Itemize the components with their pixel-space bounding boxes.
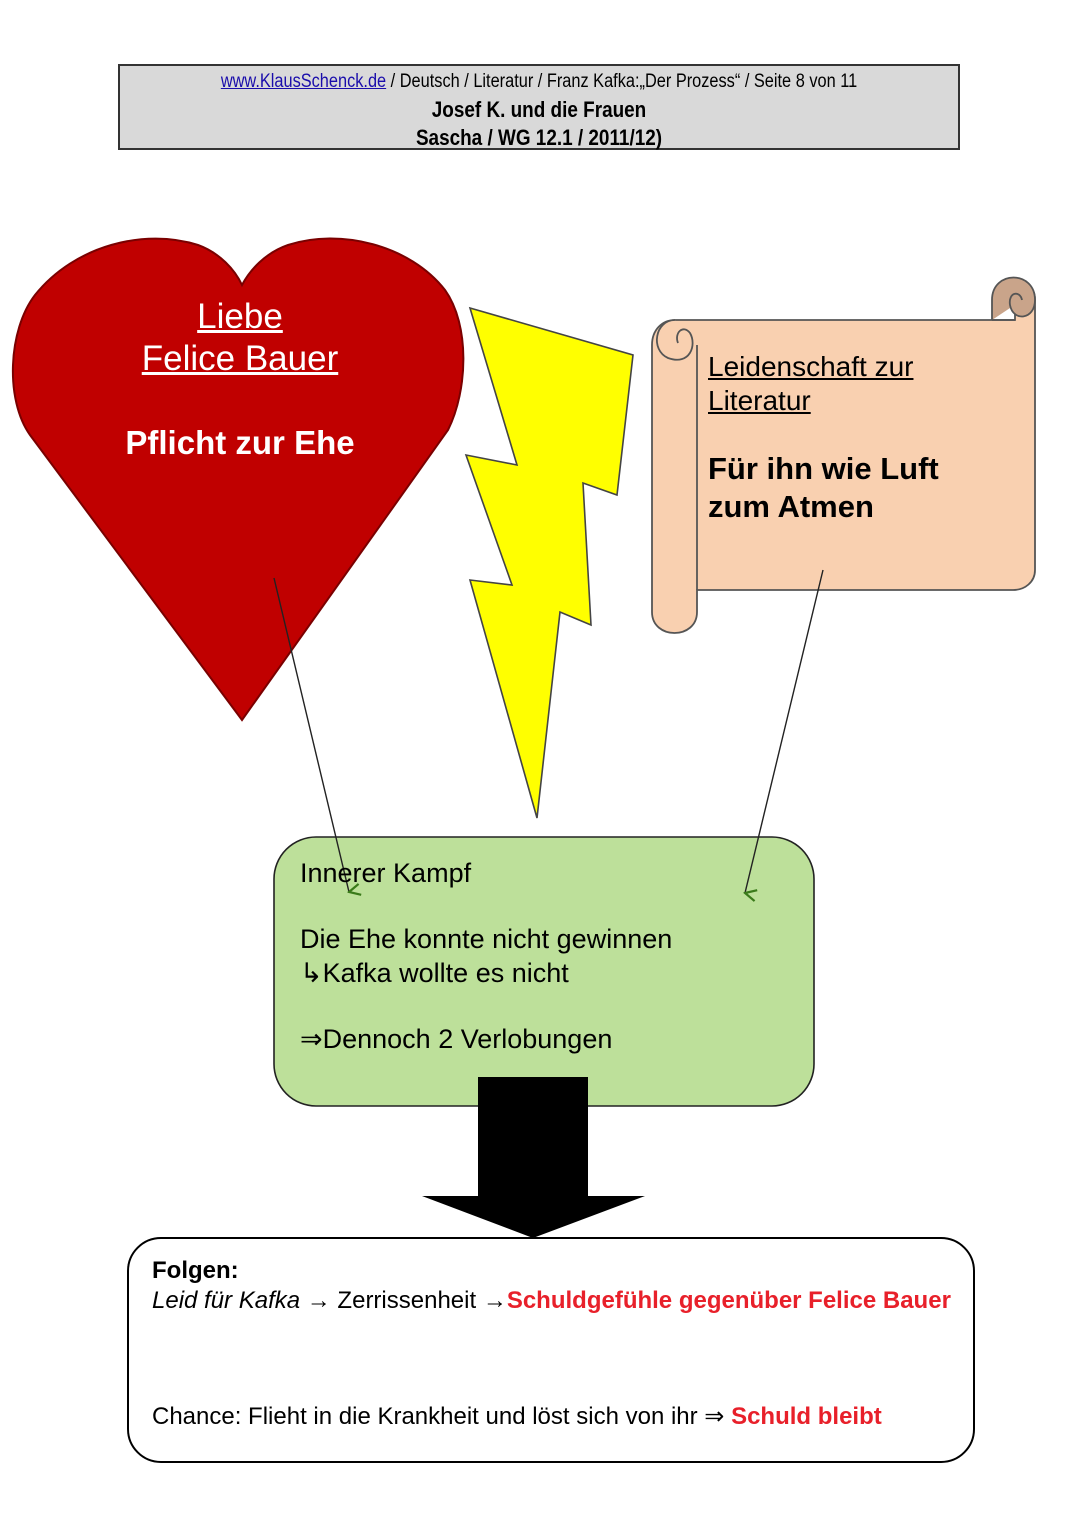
heart-line-felice: Felice Bauer bbox=[141, 339, 339, 378]
consequences-zerrissenheit: → Zerrissenheit → bbox=[300, 1287, 507, 1314]
heart-line-liebe: Liebe bbox=[197, 297, 283, 336]
conflict-title: Innerer Kampf bbox=[300, 858, 472, 888]
consequences-text: Folgen: Leid für Kafka → Zerrissenheit →… bbox=[152, 1256, 952, 1430]
heart-shape bbox=[11, 237, 465, 722]
conflict-line-ehe: Die Ehe konnte nicht gewinnen bbox=[300, 924, 673, 954]
header-title: Josef K. und die Frauen bbox=[431, 97, 647, 122]
scroll-label: Leidenschaft zur Literatur Für ihn wie L… bbox=[708, 350, 1008, 526]
source-link[interactable]: www.KlausSchenck.de bbox=[220, 71, 387, 92]
conflict-text: Innerer Kampf Die Ehe konnte nicht gewin… bbox=[300, 856, 800, 1056]
header-subtitle: Sascha / WG 12.1 / 2011/12) bbox=[415, 125, 663, 150]
page-header: www.KlausSchenck.de / Deutsch / Literatu… bbox=[118, 64, 960, 150]
heart-to-conflict-arrow bbox=[273, 577, 349, 892]
conflict-line-kafka: ↳Kafka wollte es nicht bbox=[300, 958, 569, 988]
consequences-leid: Leid für Kafka bbox=[152, 1287, 301, 1314]
scroll-line-luft: Für ihn wie Luft zum Atmen bbox=[708, 451, 939, 524]
down-block-arrow bbox=[422, 1077, 645, 1238]
scroll-line-leidenschaft: Leidenschaft zur Literatur bbox=[708, 351, 914, 416]
conflict-line-verlobungen: ⇒Dennoch 2 Verlobungen bbox=[300, 1024, 613, 1054]
chance-text: Chance: Flieht in die Krankheit und löst… bbox=[152, 1403, 732, 1430]
consequences-chance: Chance: Flieht in die Krankheit und löst… bbox=[152, 1402, 882, 1432]
header-source-line: www.KlausSchenck.de / Deutsch / Literatu… bbox=[179, 68, 900, 96]
scroll-to-conflict-arrow bbox=[745, 569, 824, 893]
consequences-line: Leid für Kafka → Zerrissenheit →Schuldge… bbox=[152, 1286, 952, 1316]
scroll-shape bbox=[651, 276, 1036, 634]
lightning-bolt bbox=[464, 306, 634, 819]
heart-label: Liebe Felice Bauer Pflicht zur Ehe bbox=[80, 296, 400, 463]
heart-line-pflicht: Pflicht zur Ehe bbox=[125, 424, 355, 461]
consequences-label: Folgen: bbox=[152, 1257, 239, 1284]
consequences-schuldgefuehle: Schuldgefühle gegenüber Felice Bauer bbox=[506, 1287, 951, 1314]
chance-schuld-bleibt: Schuld bleibt bbox=[731, 1403, 882, 1430]
consequences-box bbox=[127, 1237, 975, 1463]
source-path: / Deutsch / Literatur / Franz Kafka:„Der… bbox=[386, 71, 858, 92]
